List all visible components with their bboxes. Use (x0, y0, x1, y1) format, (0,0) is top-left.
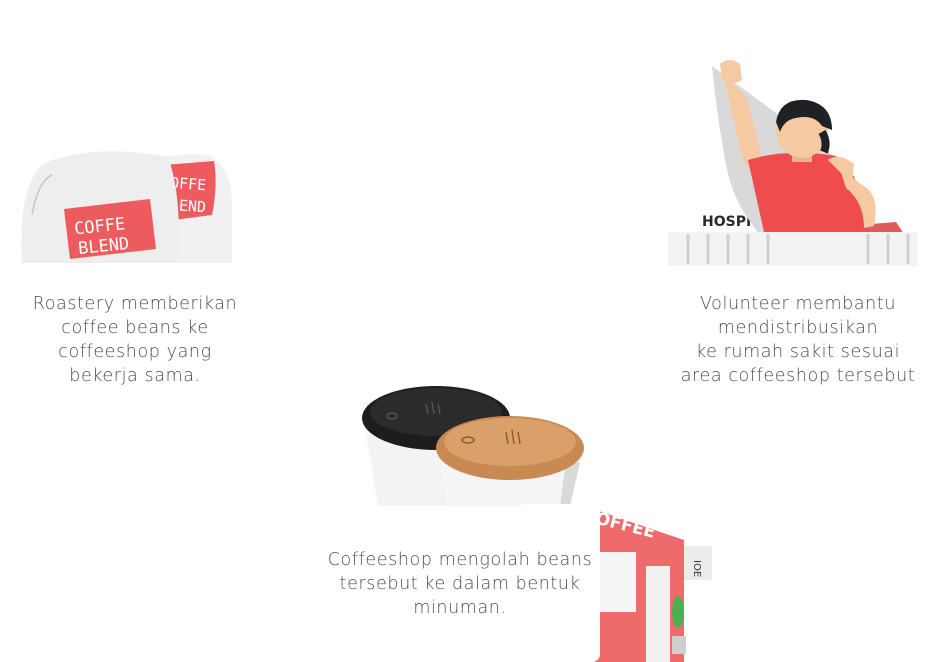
hospital-sign-text: HOSPIT (702, 214, 761, 230)
coffeeshop-caption: Coffeeshop mengolah beans tersebut ke da… (327, 550, 593, 618)
coffee-cups-illustration (362, 386, 584, 506)
plant (672, 596, 684, 628)
back-bag-text-2: LEND (169, 196, 206, 216)
back-bag-text-1: OFFE (169, 174, 206, 194)
volunteer-hospital-illustration: HOSPIT (668, 60, 918, 266)
raised-arm (724, 76, 766, 175)
hospital-wall (668, 232, 918, 266)
volunteer-caption: Volunteer membantu mendistribusikan ke r… (680, 294, 916, 386)
store-door (646, 566, 670, 662)
roastery-caption: Roastery memberikan coffee beans ke coff… (32, 294, 238, 386)
fist (720, 60, 742, 83)
store-window (596, 552, 636, 612)
front-bag-label (64, 199, 156, 259)
coffee-store-illustration: OFFEE IOE (584, 506, 712, 662)
coffee-bean-bags-illustration: OFFE LEND COFFE BLEND (21, 151, 232, 263)
hanging-sign-text: IOE (691, 560, 702, 577)
red-shirt (748, 152, 868, 232)
hair (776, 99, 832, 132)
